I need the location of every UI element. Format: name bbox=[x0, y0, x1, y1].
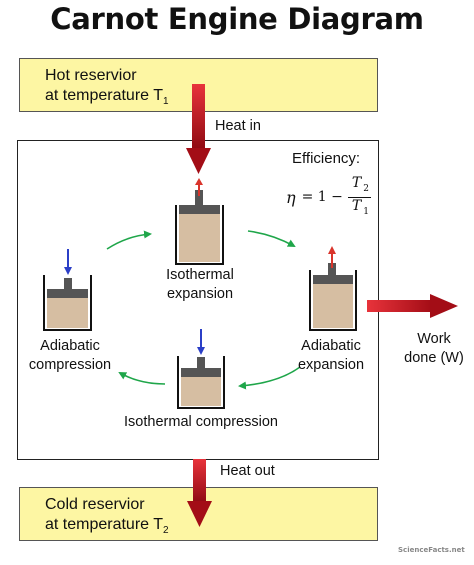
cycle-arrow-to-isothermal-expansion bbox=[106, 230, 152, 250]
heat-out-label: Heat out bbox=[220, 463, 275, 479]
heat-out-arrow bbox=[187, 459, 212, 527]
eta-symbol: η bbox=[286, 187, 296, 207]
work-label: Work done (W) bbox=[402, 330, 466, 368]
cycle-arrow-to-adiabatic-compression bbox=[118, 372, 166, 385]
label-isothermal-compression: Isothermal compression bbox=[124, 414, 278, 430]
fraction-denominator: T bbox=[351, 197, 362, 214]
work-arrow bbox=[367, 294, 458, 318]
label-adiabatic-expansion-line2: expansion bbox=[297, 357, 365, 373]
fraction-denominator-subscript: 1 bbox=[363, 206, 369, 217]
efficiency-label: Efficiency: bbox=[292, 150, 361, 167]
hot-reservoir-temperature: at temperature T bbox=[45, 87, 163, 104]
label-adiabatic-expansion-line1: Adiabatic bbox=[301, 338, 361, 354]
hot-reservoir-subscript: 1 bbox=[162, 96, 169, 108]
cycle-arrow-to-adiabatic-expansion bbox=[247, 230, 296, 247]
cylinder-adiabatic-expansion bbox=[309, 246, 357, 331]
work-label-line1: Work bbox=[417, 331, 451, 347]
formula-prefix: = 1 − bbox=[301, 189, 343, 206]
cycle-arrow-to-isothermal-compression bbox=[238, 366, 301, 390]
label-adiabatic-compression-line2: compression bbox=[28, 357, 112, 373]
label-isothermal-expansion-line1: Isothermal bbox=[166, 267, 234, 283]
cylinder-isothermal-expansion bbox=[175, 178, 224, 265]
sciencefacts-logo: ScienceFacts.net bbox=[398, 546, 465, 554]
fraction-numerator: T bbox=[351, 175, 362, 191]
heat-in-arrow bbox=[186, 84, 211, 174]
fraction-numerator-subscript: 2 bbox=[363, 183, 369, 194]
heat-in-label: Heat in bbox=[215, 118, 261, 134]
cold-reservoir-subscript: 2 bbox=[162, 525, 169, 537]
cylinder-isothermal-compression bbox=[177, 329, 225, 409]
label-isothermal-expansion-line2: expansion bbox=[166, 286, 234, 302]
label-adiabatic-compression: Adiabatic compression bbox=[22, 337, 118, 375]
hot-reservoir-label: Hot reservior bbox=[45, 67, 137, 84]
page-title: Carnot Engine Diagram bbox=[50, 2, 424, 36]
label-adiabatic-expansion: Adiabatic expansion bbox=[288, 337, 374, 375]
label-isothermal-expansion: Isothermal expansion bbox=[151, 266, 249, 304]
cold-reservoir-temperature: at temperature T bbox=[45, 516, 163, 533]
work-label-line2: done (W) bbox=[404, 350, 464, 366]
cylinder-adiabatic-compression bbox=[43, 249, 92, 331]
label-adiabatic-compression-line1: Adiabatic bbox=[40, 338, 100, 354]
cold-reservoir-label: Cold reservior bbox=[45, 496, 145, 513]
